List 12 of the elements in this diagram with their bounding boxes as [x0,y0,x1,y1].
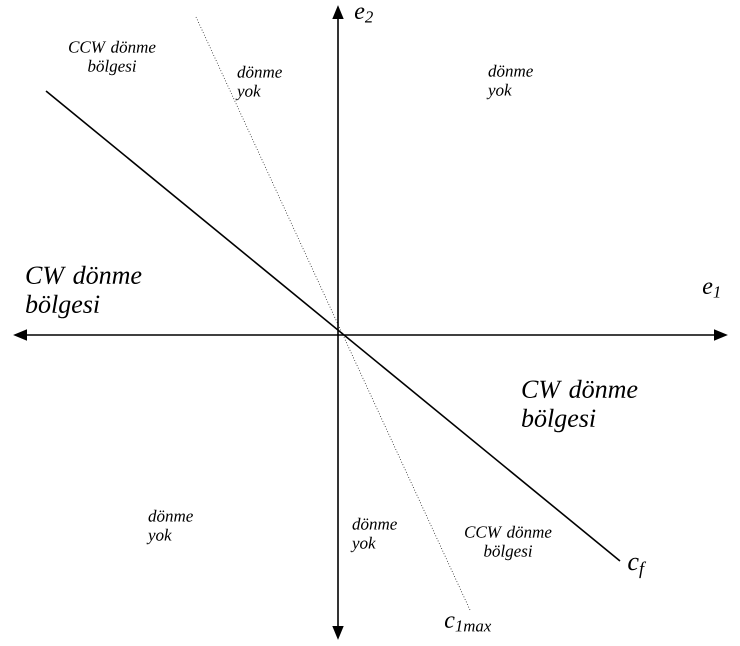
line-label: c$_{f}$ [628,558,646,578]
axis-label: e$_{2}$ [354,7,373,23]
region-label: dönme yok [350,518,397,552]
region-label: CW dönme bölgesi [522,380,638,432]
region-label: CCW dönme bölgesi [465,526,552,560]
region-label: CCW dönme bölgesi [69,40,156,76]
axis-label: e$_{1}$ [702,282,720,298]
region-label: dönme yok [486,64,533,100]
region-label: CW dönme bölgesi [26,266,142,318]
region-label: dönme yok [146,510,193,544]
region-label: dönme yok [236,66,282,100]
line-label: c$_{1max}$ [444,616,492,632]
